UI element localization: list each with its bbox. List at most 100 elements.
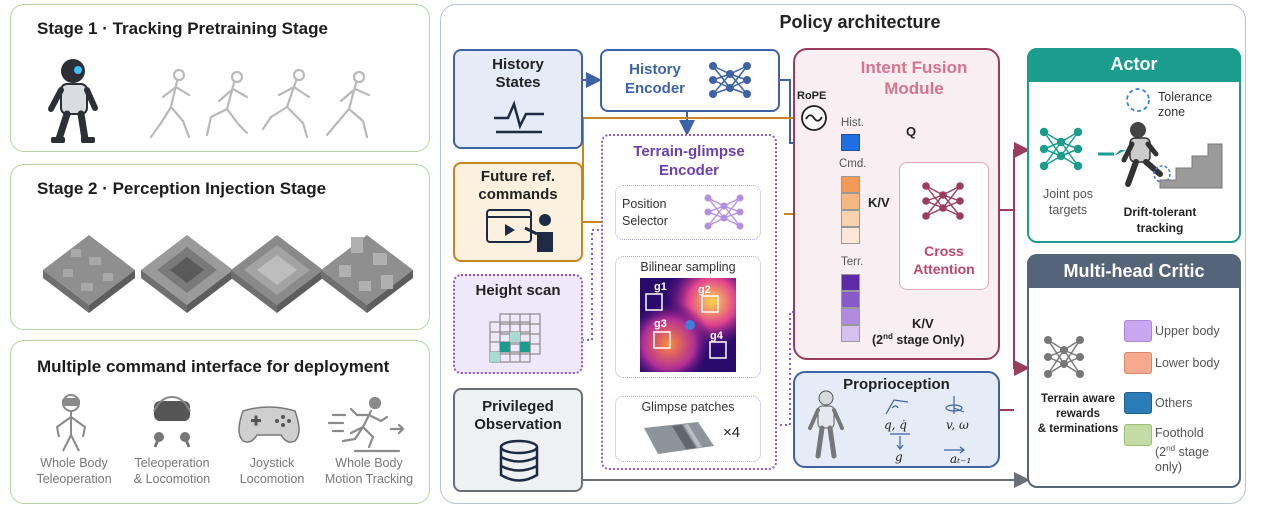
legend-label-others: Others (1155, 396, 1193, 410)
actor-network-icon (1039, 127, 1083, 171)
terrain-stairs-down-icon (141, 235, 233, 313)
position-selector-network-icon (704, 194, 744, 230)
cmd-token-3 (841, 210, 860, 227)
proprio-symbol-a: aₜ₋₁ (950, 452, 972, 466)
drift-tracking-illustration (1098, 88, 1223, 189)
glimpse-label-g3: g3 (654, 318, 667, 330)
legend-swatch-others (1124, 392, 1152, 414)
vr-headset-icon (153, 395, 191, 448)
terr-token-3 (841, 308, 860, 325)
stage1-title: Stage 1 · Tracking Pretraining Stage (37, 19, 328, 38)
critic-header (1027, 254, 1241, 288)
kv2-note-sup: nd (883, 332, 893, 341)
stage1-illustration (48, 59, 371, 143)
legend-foothold-pre: Foothold (2 (1155, 426, 1204, 460)
stage2-title: Stage 2 · Perception Injection Stage (37, 179, 327, 198)
proprioception-box (793, 371, 1000, 468)
running-person-icon (327, 396, 405, 453)
gamepad-icon (238, 406, 300, 443)
cmd-token-1 (841, 176, 860, 193)
legend-label-foothold: Foothold (2nd stage only) (1155, 426, 1209, 475)
database-icon (499, 439, 539, 482)
proprio-symbol-q: q, q̇ (884, 418, 907, 432)
terrain-pyramid-icon (231, 235, 323, 313)
legend-label-lower: Lower body (1155, 356, 1220, 370)
terr-token-1 (841, 274, 860, 291)
skeleton-running-icons (149, 68, 371, 139)
interface-label-1: Whole Body Teleoperation (36, 456, 112, 486)
cmd-token-label: Cmd. (839, 158, 867, 170)
policy-architecture-panel (440, 4, 1246, 504)
interface-label-2: Teleoperation & Locomotion (133, 456, 211, 486)
height-grid-icon (489, 313, 541, 363)
legend-swatch-foothold (1124, 424, 1152, 446)
glimpse-patch-image (644, 422, 714, 454)
stairs-icon (1159, 143, 1223, 189)
future-ref-label: Future ref. commands (478, 168, 558, 203)
proprio-symbol-v: v, ω (946, 418, 969, 432)
cross-attention-label: Cross Attention (913, 243, 975, 277)
fusion-module-title: Intent Fusion Module (860, 58, 968, 98)
cross-attention-network-icon (922, 182, 964, 220)
interface-label-3: Joystick Locomotion (239, 456, 305, 486)
actor-title: Actor (1110, 54, 1158, 74)
deploy-title: Multiple command interface for deploymen… (37, 357, 390, 376)
kv2-note-pre: (2 (872, 333, 884, 348)
robot-climbing-icon (1121, 122, 1171, 187)
privileged-label: Privileged Observation (474, 398, 562, 433)
glimpse-patches-label: Glimpse patches (641, 400, 735, 414)
cross-attention-box (899, 162, 989, 290)
glimpse-label-g1: g1 (654, 281, 667, 293)
drift-label: Drift-tolerant tracking (1123, 205, 1197, 235)
signal-icon (494, 100, 544, 134)
legend-foothold-post: stage only) (1155, 445, 1210, 475)
bilinear-box (615, 256, 761, 378)
history-encoder-network-icon (709, 62, 751, 98)
joint-targets-label: Joint pos targets (1042, 187, 1094, 217)
legend-swatch-upper (1124, 320, 1152, 342)
times4-label: ×4 (723, 424, 741, 441)
terr-token-2 (841, 291, 860, 308)
privileged-box (453, 388, 583, 492)
position-selector-box (615, 185, 761, 240)
terrain-illustrations (43, 235, 413, 313)
terr-token-4 (841, 325, 860, 342)
hist-token (841, 134, 860, 151)
glimpse-label-g4: g4 (710, 330, 723, 342)
terr-token-label: Terr. (841, 256, 864, 268)
terrain-encoder-label: Terrain-glimpse Encoder (633, 143, 745, 179)
terrain-blocks-icon (321, 235, 413, 313)
critic-network-icon (1044, 336, 1084, 378)
cmd-token-4 (841, 227, 860, 244)
tolerance-label: Tolerance zone (1158, 90, 1213, 119)
q-label: Q (906, 124, 917, 139)
rewards-label: Terrain aware rewards & terminations (1037, 393, 1119, 435)
policy-title: Policy architecture (779, 12, 941, 32)
interface-label-4: Whole Body Motion Tracking (324, 456, 414, 486)
terrain-rough-icon (43, 235, 135, 313)
history-states-label: History States (492, 56, 544, 91)
cmd-token-2 (841, 193, 860, 210)
deploy-panel: Multiple command interface for deploymen… (10, 340, 430, 504)
height-scan-label: Height scan (475, 282, 561, 299)
vr-person-icon (55, 394, 87, 452)
future-ref-box (453, 162, 583, 262)
critic-title: Multi-head Critic (1063, 261, 1205, 281)
position-selector-label: Position Selector (622, 197, 668, 228)
proprio-symbol-icons (885, 396, 965, 454)
interface-icons (55, 394, 405, 453)
robot-body-icon (808, 390, 844, 459)
proprio-symbol-g: g (895, 450, 903, 464)
history-encoder-label: History Encoder (624, 61, 685, 97)
legend-foothold-sup: nd (1166, 444, 1176, 453)
heatmap-image (640, 278, 736, 372)
legend-label-upper: Upper body (1155, 324, 1220, 338)
bilinear-label: Bilinear sampling (640, 260, 736, 274)
kv2-label: K/V (912, 316, 934, 331)
glimpse-label-g2: g2 (698, 284, 711, 296)
proprioception-label: Proprioception (843, 376, 950, 393)
legend-swatch-lower (1124, 352, 1152, 374)
hist-token-label: Hist. (841, 117, 864, 129)
glimpse-patches-box (615, 396, 761, 462)
rope-sine-icon (801, 105, 827, 131)
